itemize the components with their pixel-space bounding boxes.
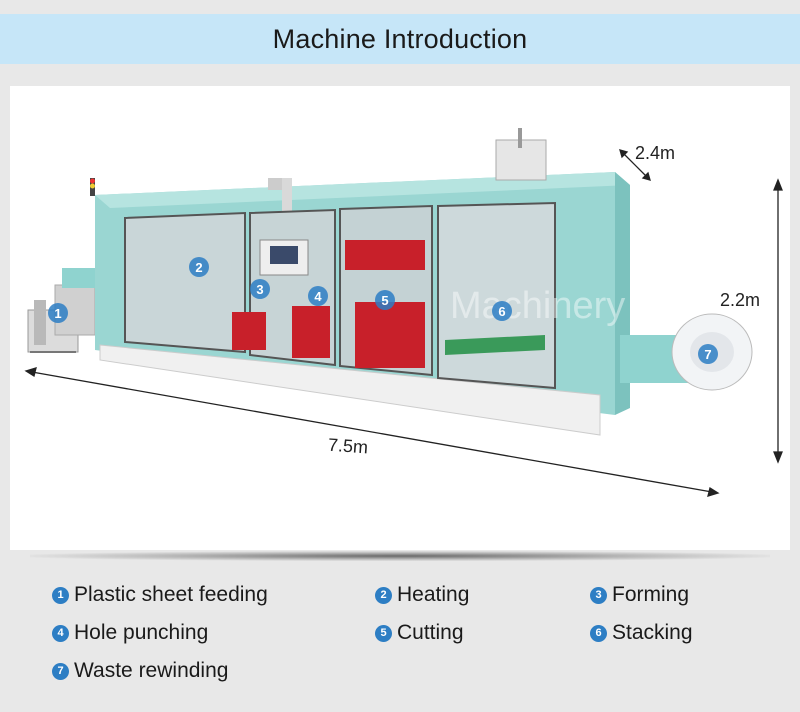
svg-text:5: 5 xyxy=(381,293,388,308)
legend-label: Forming xyxy=(612,583,690,606)
legend-label: Stacking xyxy=(612,621,693,644)
legend-item-cutting: 5 Cutting xyxy=(375,619,464,647)
waste-rewinder xyxy=(620,313,753,391)
legend-number-badge: 1 xyxy=(52,586,69,604)
svg-text:2: 2 xyxy=(195,260,202,275)
width-dimension-label: 2.4m xyxy=(635,143,676,163)
length-dimension-label: 7.5m xyxy=(327,434,369,458)
dimension-arrows xyxy=(24,149,783,497)
legend-number-badge: 4 xyxy=(52,624,69,642)
legend-label: Waste rewinding xyxy=(74,659,229,682)
legend-number-badge: 6 xyxy=(590,624,607,642)
process-legend: 1 Plastic sheet feeding 2 Heating 3 Form… xyxy=(0,575,800,705)
watermark-text: Machinery xyxy=(450,285,625,327)
panel-shadow xyxy=(30,551,770,561)
svg-text:6: 6 xyxy=(498,304,505,319)
marker-6: 6 xyxy=(492,301,512,321)
legend-item-waste-rewinding: 7 Waste rewinding xyxy=(52,657,228,685)
title-bar: Machine Introduction xyxy=(0,14,800,64)
svg-text:3: 3 xyxy=(256,282,263,297)
legend-item-forming: 3 Forming xyxy=(590,581,689,609)
svg-text:1: 1 xyxy=(54,306,61,321)
legend-number-badge: 3 xyxy=(590,586,607,604)
legend-item-heating: 2 Heating xyxy=(375,581,469,609)
legend-item-stacking: 6 Stacking xyxy=(590,619,693,647)
legend-item-feeding: 1 Plastic sheet feeding xyxy=(52,581,268,609)
svg-text:7: 7 xyxy=(704,347,711,362)
sheet-feeder xyxy=(27,268,107,353)
svg-text:4: 4 xyxy=(314,289,322,304)
legend-number-badge: 5 xyxy=(375,624,392,642)
legend-label: Cutting xyxy=(397,621,464,644)
legend-label: Plastic sheet feeding xyxy=(74,583,268,606)
legend-item-hole-punching: 4 Hole punching xyxy=(52,619,208,647)
legend-number-badge: 2 xyxy=(375,586,392,604)
legend-label: Hole punching xyxy=(74,621,209,644)
marker-3: 3 xyxy=(250,279,270,299)
marker-1: 1 xyxy=(48,303,68,323)
marker-5: 5 xyxy=(375,290,395,310)
page-title: Machine Introduction xyxy=(272,23,528,54)
legend-label: Heating xyxy=(397,583,470,606)
height-dimension-label: 2.2m xyxy=(720,290,761,310)
marker-4: 4 xyxy=(308,286,328,306)
marker-2: 2 xyxy=(189,257,209,277)
marker-7: 7 xyxy=(698,344,718,364)
legend-number-badge: 7 xyxy=(52,662,69,680)
